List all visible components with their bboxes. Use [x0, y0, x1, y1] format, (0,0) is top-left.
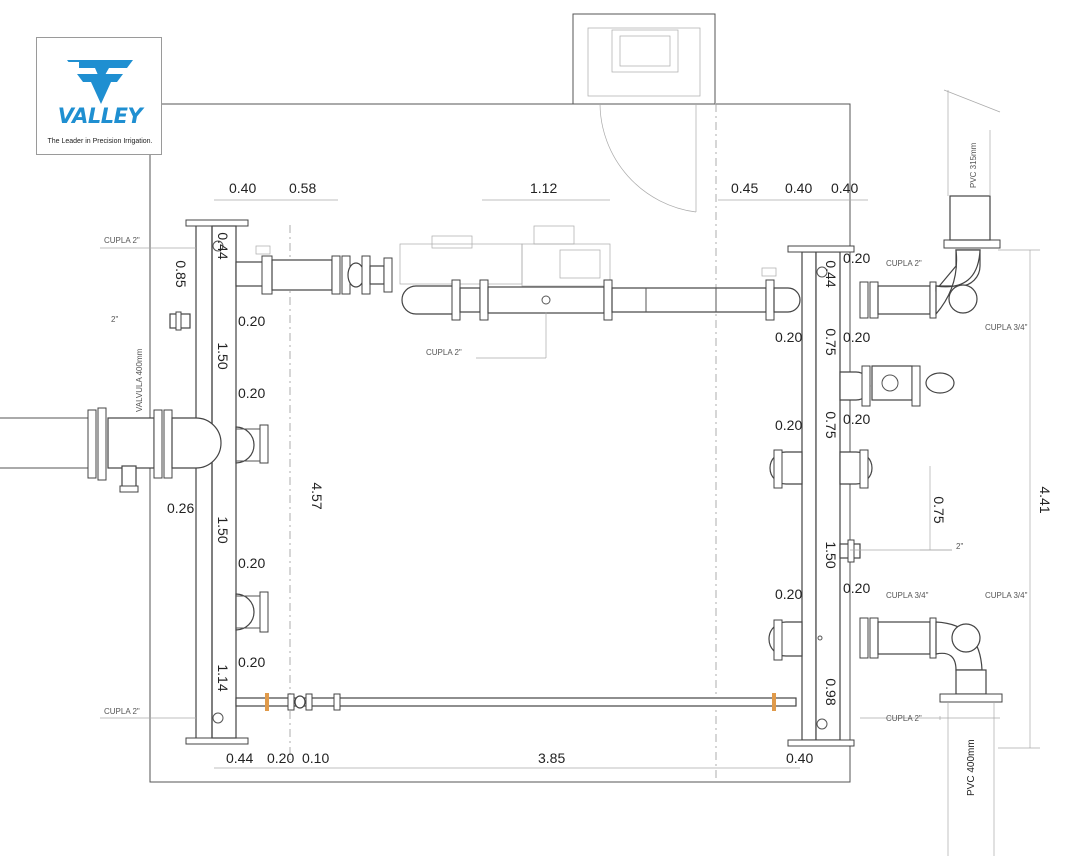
dim-top-058: 0.58 [289, 180, 316, 196]
dim-right-020-g: 0.20 [775, 586, 802, 602]
label-cupla34-mid: CUPLA 3/4" [886, 591, 929, 600]
dim-top-045: 0.45 [731, 180, 758, 196]
dim-top-040-c: 0.40 [831, 180, 858, 196]
dim-left-044: 0.44 [215, 232, 231, 259]
dim-right-020-c: 0.20 [843, 329, 870, 345]
label-cupla2-top-right: CUPLA 2" [886, 259, 922, 268]
label-pvc-400: PVC 400mm [966, 739, 977, 796]
dim-mid-020-b: 0.20 [238, 385, 265, 401]
label-cupla34-top-right: CUPLA 3/4" [985, 323, 1028, 332]
dim-right-075-a: 0.75 [823, 328, 839, 355]
dim-bottom-044: 0.44 [226, 750, 253, 766]
dim-right-020-d: 0.20 [843, 411, 870, 427]
logo-brand-text: VALLEY [57, 104, 143, 128]
dim-top-112: 1.12 [530, 180, 557, 196]
inlet-valve-400 [0, 407, 222, 493]
dim-left-150-a: 1.50 [215, 342, 231, 369]
dimension-lines [100, 199, 1040, 769]
label-cupla2-bottom-left: CUPLA 2" [104, 707, 140, 716]
dim-right-150: 1.50 [823, 541, 839, 568]
dim-right-020-e: 0.20 [775, 417, 802, 433]
valley-logo-mark [67, 60, 133, 104]
dim-left-085: 0.85 [173, 260, 189, 287]
label-cupla2-top-left: CUPLA 2" [104, 236, 140, 245]
dim-right-441: 4.41 [1037, 486, 1053, 513]
dim-bottom-040: 0.40 [786, 750, 813, 766]
dim-top-040-b: 0.40 [785, 180, 812, 196]
fitting-labels: CUPLA 2" CUPLA 2" 2" VALVULA 400mm CUPLA… [104, 142, 1028, 796]
label-valvula-400: VALVULA 400mm [135, 348, 144, 412]
dim-left-026: 0.26 [167, 500, 194, 516]
dim-right-020-a: 0.20 [843, 250, 870, 266]
bottom-small-line [235, 693, 797, 711]
label-cupla2-bottom-right: CUPLA 2" [886, 714, 922, 723]
dim-right-020-f: 0.20 [843, 580, 870, 596]
outlet-pvc-315 [859, 89, 1001, 319]
right-manifold [768, 245, 955, 747]
left-manifold [169, 219, 269, 745]
dim-left-150-b: 1.50 [215, 516, 231, 543]
center-lines [289, 104, 717, 782]
label-2in-left: 2" [111, 315, 118, 324]
dim-right-098: 0.98 [823, 678, 839, 705]
outlet-pvc-400 [859, 617, 1003, 856]
dim-center-457: 4.57 [309, 482, 325, 509]
dim-bottom-020: 0.20 [267, 750, 294, 766]
room-outline [149, 13, 851, 783]
dim-top-040-a: 0.40 [229, 180, 256, 196]
logo-tagline: The Leader in Precision Irrigation. [47, 138, 153, 145]
dim-right-044: 0.44 [823, 260, 839, 287]
label-cupla34-bottom-right: CUPLA 3/4" [985, 591, 1028, 600]
dim-right-075-c: 0.75 [931, 496, 947, 523]
label-pvc-315: PVC 315mm [969, 142, 978, 188]
dim-bottom-010: 0.10 [302, 750, 329, 766]
dim-right-020-b: 0.20 [775, 329, 802, 345]
dimension-labels: 0.40 0.58 1.12 0.45 0.40 0.40 0.85 0.44 … [167, 180, 1053, 766]
dim-mid-020-d: 0.20 [238, 654, 265, 670]
dim-bottom-385: 3.85 [538, 750, 565, 766]
top-pump-line [235, 225, 801, 321]
label-2in-right: 2" [956, 542, 963, 551]
valley-logo: VALLEY The Leader in Precision Irrigatio… [36, 37, 162, 155]
dim-mid-020-a: 0.20 [238, 313, 265, 329]
dim-right-075-b: 0.75 [823, 411, 839, 438]
dim-mid-020-c: 0.20 [238, 555, 265, 571]
dim-left-114: 1.14 [215, 664, 231, 691]
label-cupla2-mid: CUPLA 2" [426, 348, 462, 357]
